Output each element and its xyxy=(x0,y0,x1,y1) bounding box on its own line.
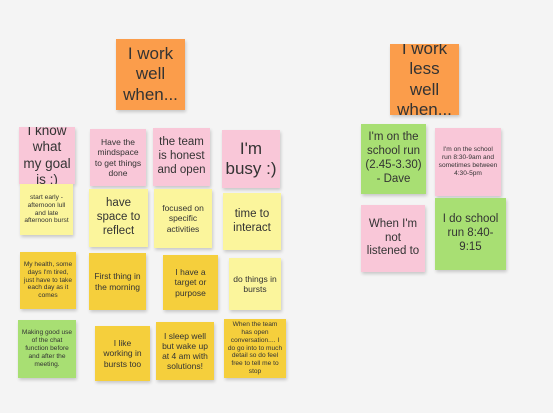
sticky-note-not-listened[interactable]: When I'm not listened to xyxy=(361,205,425,272)
sticky-note-sleep-well[interactable]: I sleep well but wake up at 4 am with so… xyxy=(156,322,214,380)
sticky-note-school-run-840[interactable]: I do school run 8:40-9:15 xyxy=(435,198,506,270)
header-note-text: I work less well when... xyxy=(397,44,452,115)
sticky-note-text: focused on specific activities xyxy=(162,203,204,234)
sticky-note-school-run-morning[interactable]: I'm on the school run 8:30-9am and somet… xyxy=(435,128,501,196)
sticky-note-text: I have a target or purpose xyxy=(174,267,207,298)
sticky-note-mindspace[interactable]: Have the mindspace to get things done xyxy=(90,129,146,186)
sticky-note-space-reflect[interactable]: have space to reflect xyxy=(89,189,148,247)
header-note-work-well[interactable]: I work well when... xyxy=(116,39,185,110)
sticky-note-time-interact[interactable]: time to interact xyxy=(223,193,281,250)
sticky-note-text: I'm on the school run (2.45-3.30) - Dave xyxy=(365,131,422,185)
sticky-note-text: I do school run 8:40-9:15 xyxy=(442,213,499,253)
sticky-note-team-honest[interactable]: the team is honest and open xyxy=(153,128,210,186)
sticky-note-goal[interactable]: I know what my goal is :) xyxy=(19,127,75,184)
sticky-note-text: First thing in the morning xyxy=(94,271,141,292)
sticky-note-text: have space to reflect xyxy=(96,197,141,237)
sticky-note-chat-function[interactable]: Making good use of the chat function bef… xyxy=(18,320,76,378)
sticky-note-text: Making good use of the chat function bef… xyxy=(21,329,73,368)
sticky-note-text: When the team has open conversation.... … xyxy=(227,320,283,376)
sticky-note-bursts[interactable]: do things in bursts xyxy=(229,258,281,310)
sticky-note-text: I like working in bursts too xyxy=(103,338,142,369)
sticky-note-text: do things in bursts xyxy=(233,273,277,294)
sticky-note-school-run-dave[interactable]: I'm on the school run (2.45-3.30) - Dave xyxy=(361,124,426,194)
header-note-work-less-well[interactable]: I work less well when... xyxy=(390,44,459,115)
sticky-note-start-early[interactable]: start early - afternoon lull and late af… xyxy=(20,184,73,235)
sticky-note-text: the team is honest and open xyxy=(157,136,206,176)
sticky-note-text: My health, some days I'm tired, just hav… xyxy=(23,260,73,300)
sticky-note-bursts-too[interactable]: I like working in bursts too xyxy=(95,326,150,381)
sticky-note-text: time to interact xyxy=(233,207,271,234)
header-note-text: I work well when... xyxy=(123,43,178,104)
sticky-note-text: I'm busy :) xyxy=(225,138,277,178)
sticky-note-health[interactable]: My health, some days I'm tired, just hav… xyxy=(20,252,76,309)
sticky-note-busy[interactable]: I'm busy :) xyxy=(222,130,280,188)
sticky-note-open-conversation[interactable]: When the team has open conversation.... … xyxy=(224,319,286,378)
sticky-note-text: When I'm not listened to xyxy=(366,217,420,258)
sticky-note-text: start early - afternoon lull and late af… xyxy=(24,193,69,225)
sticky-note-focused[interactable]: focused on specific activities xyxy=(154,189,212,248)
sticky-note-text: Have the mindspace to get things done xyxy=(94,137,142,178)
sticky-note-text: I sleep well but wake up at 4 am with so… xyxy=(162,330,208,372)
sticky-note-text: I know what my goal is :) xyxy=(23,127,71,184)
sticky-note-target[interactable]: I have a target or purpose xyxy=(163,255,218,310)
sticky-note-first-thing[interactable]: First thing in the morning xyxy=(89,253,146,310)
sticky-note-text: I'm on the school run 8:30-9am and somet… xyxy=(438,146,498,177)
